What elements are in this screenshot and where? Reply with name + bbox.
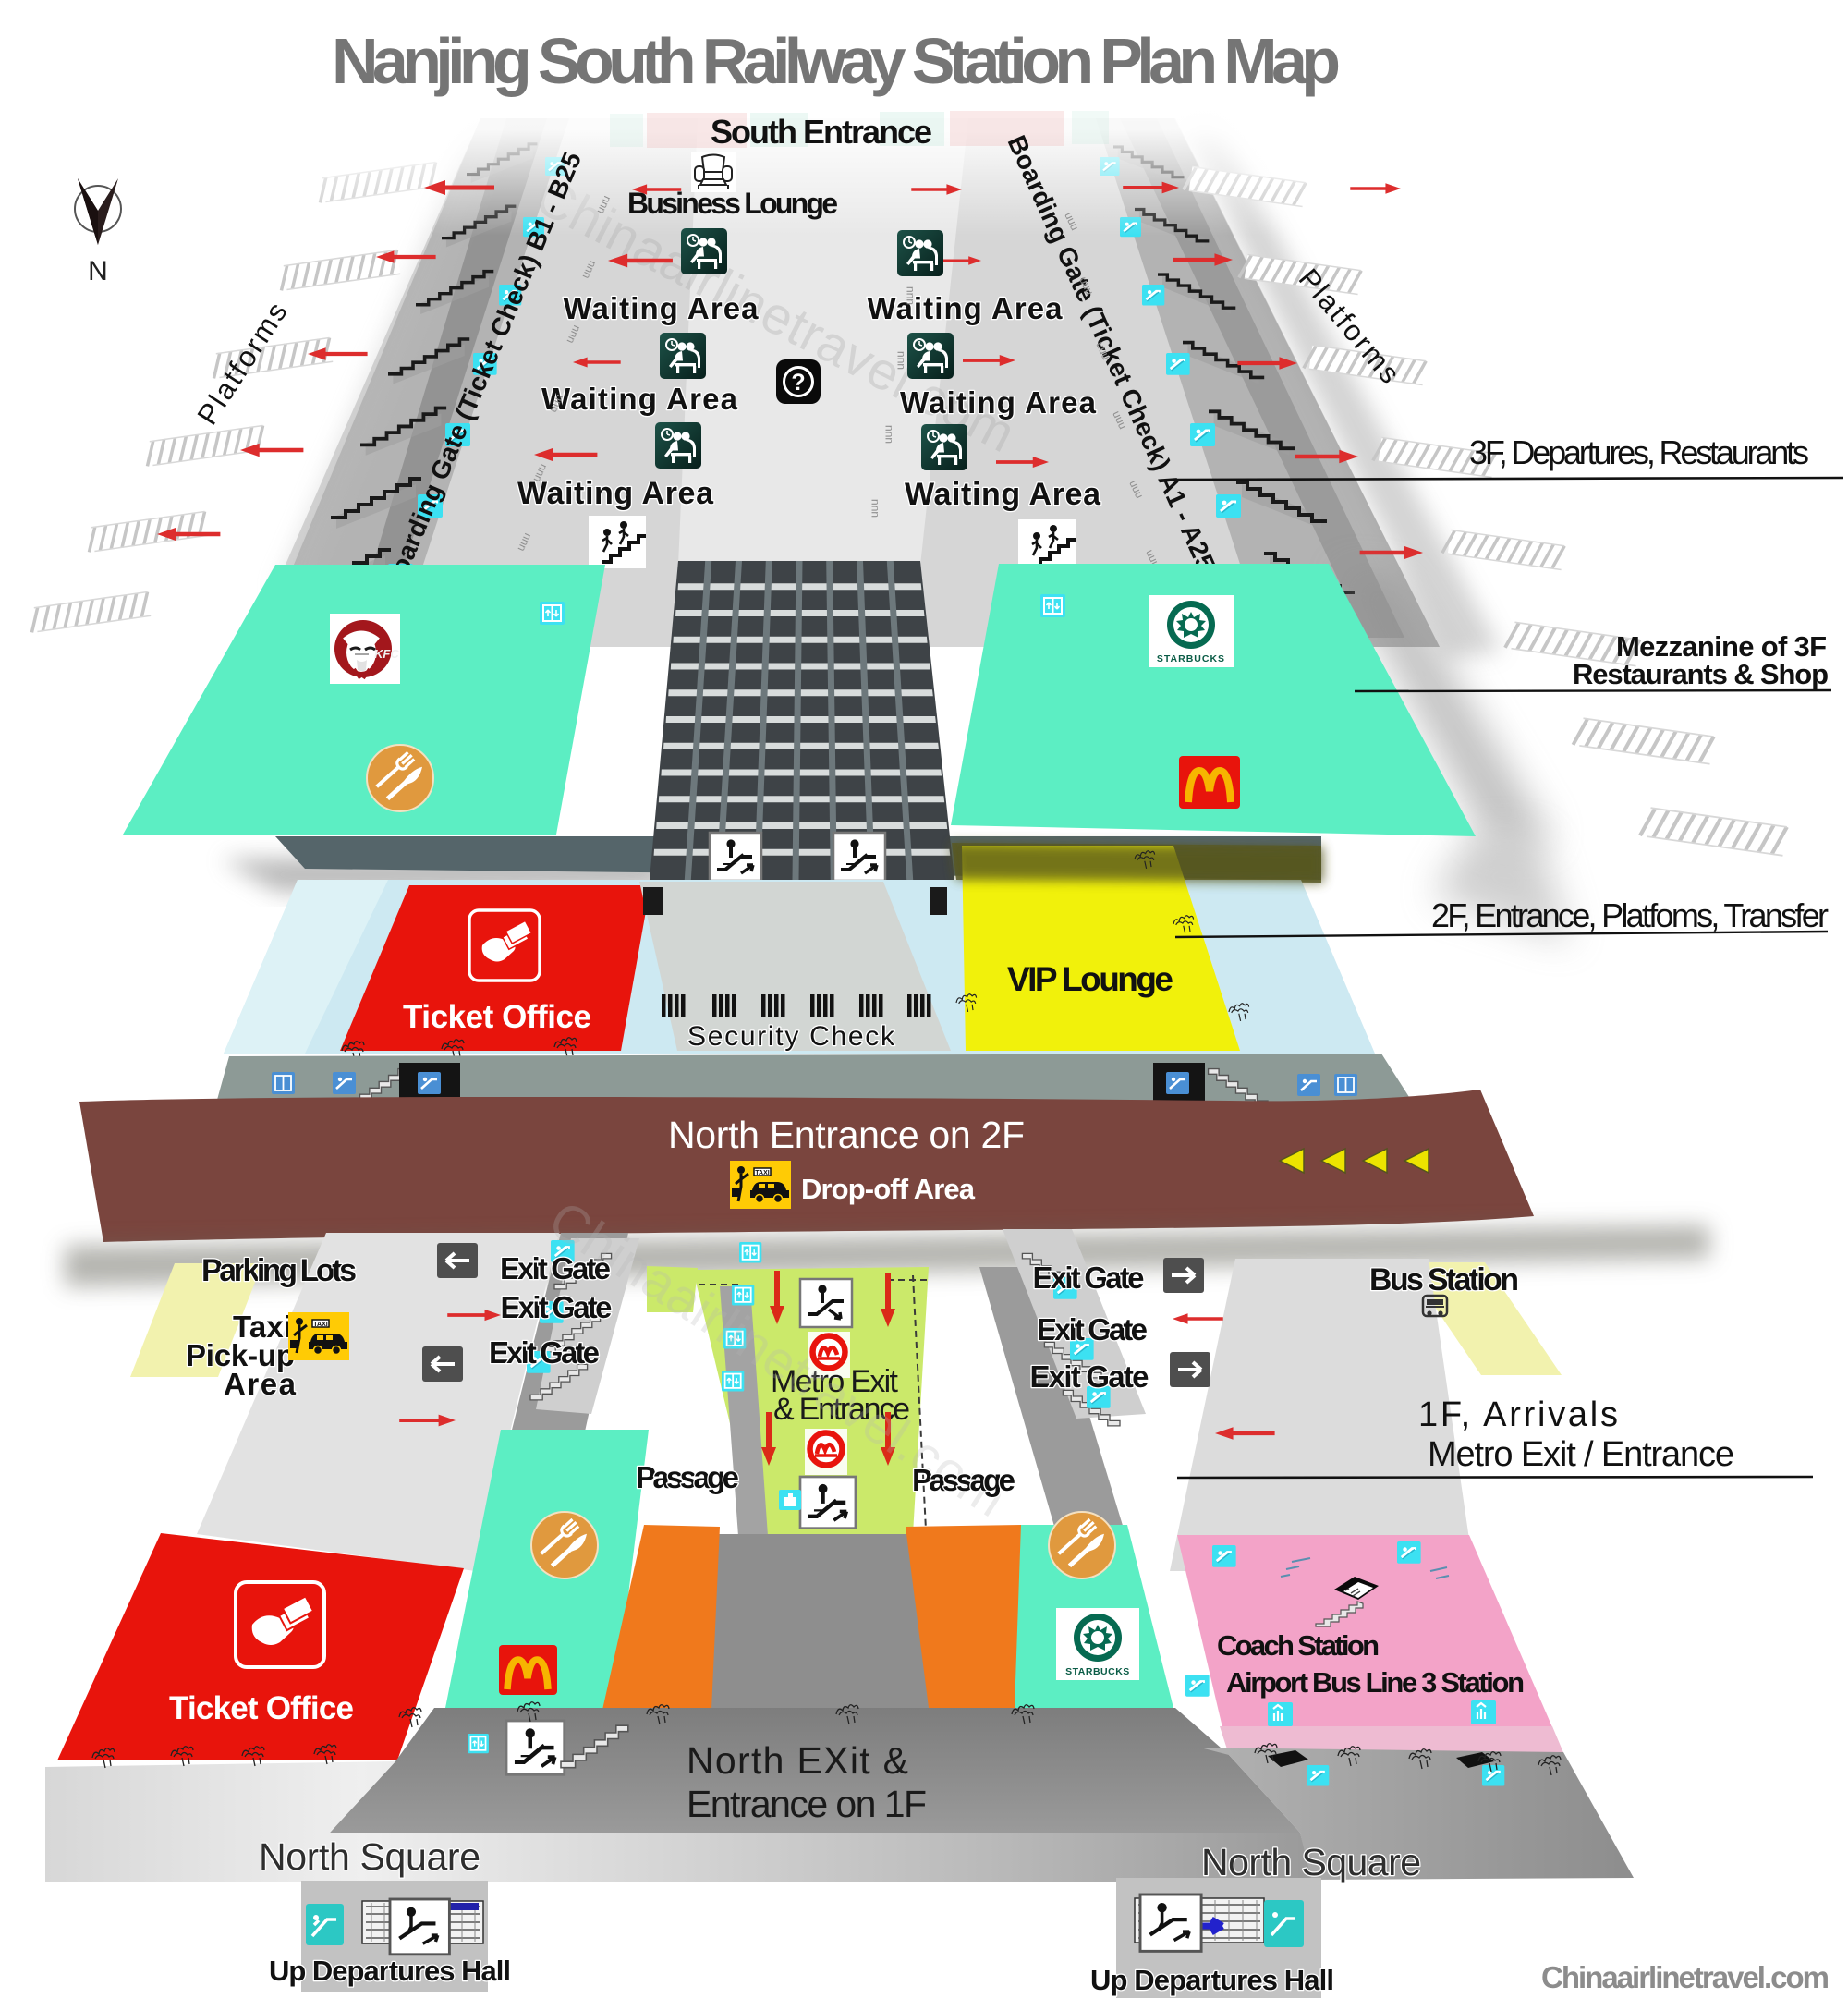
svg-text:Exit Gate: Exit Gate xyxy=(1033,1261,1145,1295)
svg-text:Airport Bus Line 3 Station: Airport Bus Line 3 Station xyxy=(1226,1666,1525,1699)
svg-text:Waiting Area: Waiting Area xyxy=(517,476,714,511)
svg-text:North Square: North Square xyxy=(259,1835,480,1878)
svg-text:Waiting Area: Waiting Area xyxy=(564,291,760,325)
svg-text:1F, Arrivals: 1F, Arrivals xyxy=(1418,1395,1618,1434)
svg-text:N: N xyxy=(88,256,108,286)
svg-text:Coach Station: Coach Station xyxy=(1217,1629,1380,1662)
svg-text:Restaurants & Shop: Restaurants & Shop xyxy=(1573,658,1829,690)
svg-text:North Square: North Square xyxy=(1201,1841,1421,1883)
svg-text:2F, Entrance, Platfoms, Transf: 2F, Entrance, Platfoms, Transfer xyxy=(1431,896,1829,934)
svg-text:Waiting Area: Waiting Area xyxy=(905,477,1101,512)
svg-text:Ticket Office: Ticket Office xyxy=(169,1690,354,1726)
svg-text:Metro Exit: Metro Exit xyxy=(771,1364,899,1399)
svg-text:Business Lounge: Business Lounge xyxy=(627,187,838,220)
svg-text:Drop-off Area: Drop-off Area xyxy=(801,1173,976,1205)
svg-text:uuu: uuu xyxy=(868,499,881,518)
svg-text:uuu: uuu xyxy=(903,286,916,305)
svg-text:North Entrance on 2F: North Entrance on 2F xyxy=(668,1114,1025,1156)
svg-text:uuu: uuu xyxy=(894,351,906,370)
svg-text:Exit Gate: Exit Gate xyxy=(1030,1359,1149,1394)
svg-text:uuu: uuu xyxy=(881,425,894,444)
svg-text:Mezzanine of 3F: Mezzanine of 3F xyxy=(1616,630,1827,663)
svg-text:Security Check: Security Check xyxy=(687,1021,895,1052)
svg-text:Exit Gate: Exit Gate xyxy=(489,1335,600,1370)
svg-text:Chinaairlinetravel.com: Chinaairlinetravel.com xyxy=(1541,1960,1830,1994)
svg-text:Passage: Passage xyxy=(636,1460,739,1494)
svg-text:Parking Lots: Parking Lots xyxy=(201,1253,357,1288)
svg-text:Taxi: Taxi xyxy=(233,1310,292,1344)
svg-text:Exit Gate: Exit Gate xyxy=(500,1251,611,1285)
svg-text:Area: Area xyxy=(224,1367,297,1401)
svg-text:VIP Lounge: VIP Lounge xyxy=(1007,960,1173,998)
svg-text:Metro Exit / Entrance: Metro Exit / Entrance xyxy=(1428,1435,1734,1474)
svg-text:Up Departures Hall: Up Departures Hall xyxy=(1090,1964,1334,1996)
svg-text:South Entrance: South Entrance xyxy=(711,113,932,151)
svg-text:KFC: KFC xyxy=(374,647,399,661)
svg-text:Waiting Area: Waiting Area xyxy=(900,385,1097,420)
svg-text:Exit Gate: Exit Gate xyxy=(501,1290,613,1324)
svg-text:Ticket Office: Ticket Office xyxy=(403,999,591,1035)
svg-text:Bus Station: Bus Station xyxy=(1369,1262,1519,1297)
svg-text:STARBUCKS: STARBUCKS xyxy=(1157,653,1225,664)
svg-text:Up Departures Hall: Up Departures Hall xyxy=(269,1955,511,1987)
svg-text:STARBUCKS: STARBUCKS xyxy=(1065,1666,1130,1677)
svg-text:Passage: Passage xyxy=(912,1463,1015,1497)
svg-text:Pick-up: Pick-up xyxy=(186,1338,295,1372)
svg-text:Waiting Area: Waiting Area xyxy=(541,382,738,416)
svg-text:Nanjing South Railway Station: Nanjing South Railway Station Plan Map xyxy=(332,25,1341,97)
svg-text:Entrance on 1F: Entrance on 1F xyxy=(687,1783,927,1825)
svg-text:Exit Gate: Exit Gate xyxy=(1037,1312,1148,1346)
svg-text:Waiting Area: Waiting Area xyxy=(868,291,1064,325)
svg-text:3F, Departures, Restaurants: 3F, Departures, Restaurants xyxy=(1469,433,1809,471)
svg-text:North EXit &: North EXit & xyxy=(687,1739,908,1782)
